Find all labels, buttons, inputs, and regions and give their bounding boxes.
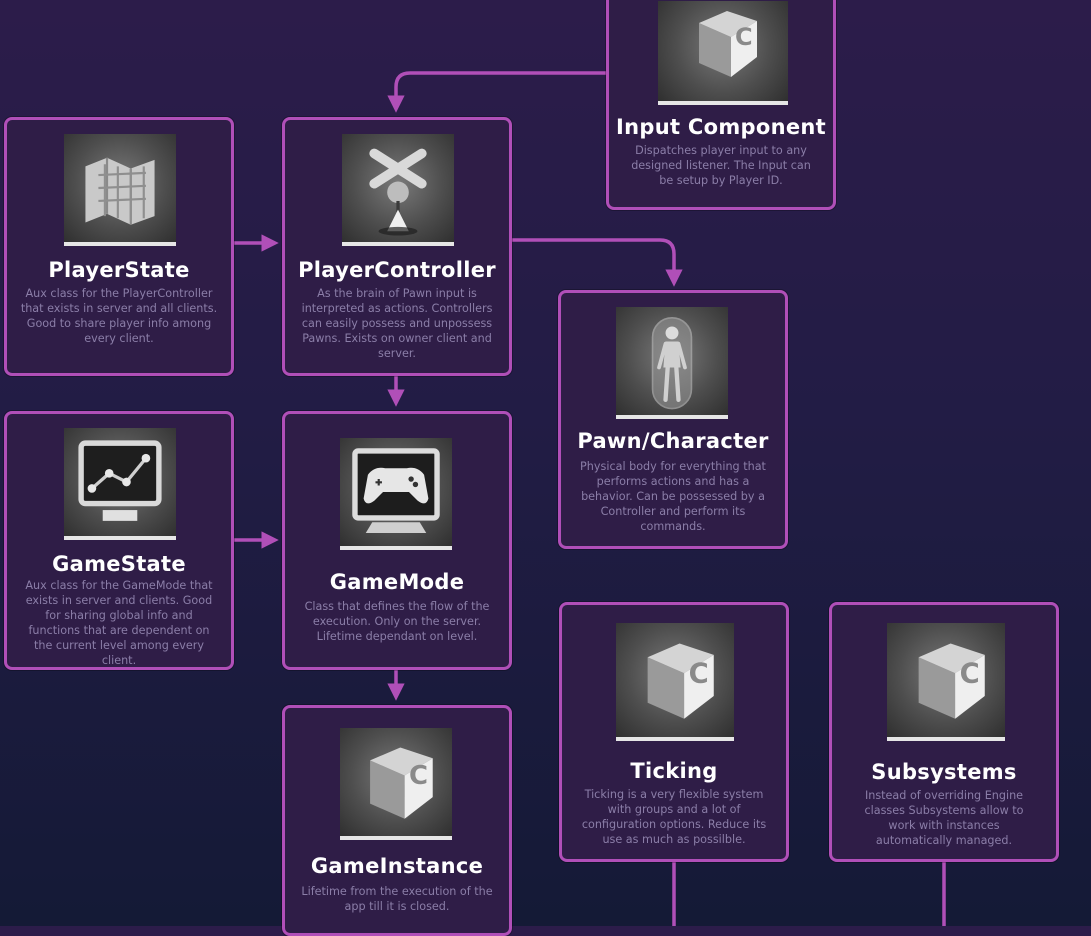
node-title: Pawn/Character — [577, 429, 769, 453]
edge-controller-to-pawn — [512, 238, 683, 287]
node-title: Subsystems — [871, 760, 1017, 784]
node-description: Physical body for everything that perfor… — [580, 460, 766, 533]
node-description: Aux class for the GameMode that exists i… — [25, 579, 213, 667]
edge-input-to-controller — [387, 71, 606, 113]
node-game-state[interactable]: GameState Aux class for the GameMode tha… — [4, 411, 234, 670]
node-description: Aux class for the PlayerController that … — [20, 287, 218, 345]
gamepad-monitor-icon — [340, 438, 452, 550]
node-player-state[interactable]: PlayerState Aux class for the PlayerCont… — [4, 117, 234, 376]
node-title: GameInstance — [310, 854, 484, 878]
node-ticking[interactable]: C Ticking Ticking is a very flexible sys… — [559, 602, 789, 862]
node-description: Dispatches player input to any designed … — [631, 144, 811, 187]
node-title: Ticking — [630, 759, 718, 783]
node-description: Ticking is a very flexible system with g… — [581, 788, 767, 846]
svg-text:C: C — [735, 23, 753, 51]
svg-text:C: C — [960, 658, 980, 689]
class-book-icon: C — [887, 623, 1005, 741]
node-subsystems[interactable]: C Subsystems Instead of overriding Engin… — [829, 602, 1059, 862]
svg-text:C: C — [409, 761, 428, 791]
node-description: As the brain of Pawn input is interprete… — [301, 287, 493, 360]
class-book-icon: C — [340, 728, 452, 840]
node-game-instance[interactable]: C GameInstance Lifetime from the executi… — [282, 705, 512, 936]
node-title: PlayerController — [298, 258, 496, 282]
node-description: Lifetime from the execution of the app t… — [301, 885, 493, 913]
node-title: GameState — [52, 552, 186, 576]
node-description: Instead of overriding Engine classes Sub… — [864, 789, 1024, 847]
node-game-mode[interactable]: GameMode Class that defines the flow of … — [282, 411, 512, 670]
node-title: GameMode — [329, 570, 465, 594]
controller-pawn-icon — [342, 134, 454, 246]
class-book-icon: C — [616, 623, 734, 741]
graph-monitor-icon — [64, 428, 176, 540]
node-input-component[interactable]: C Input Component Dispatches player inpu… — [606, 0, 836, 210]
svg-text:C: C — [689, 658, 709, 689]
node-description: Class that defines the flow of the execu… — [304, 600, 490, 643]
node-pawn-character[interactable]: Pawn/Character Physical body for everyth… — [558, 290, 788, 549]
mannequin-icon — [616, 307, 728, 419]
node-player-controller[interactable]: PlayerController As the brain of Pawn in… — [282, 117, 512, 376]
class-book-icon: C — [658, 1, 788, 105]
node-title: Input Component — [616, 115, 826, 139]
node-title: PlayerState — [48, 258, 190, 282]
map-icon — [64, 134, 176, 246]
